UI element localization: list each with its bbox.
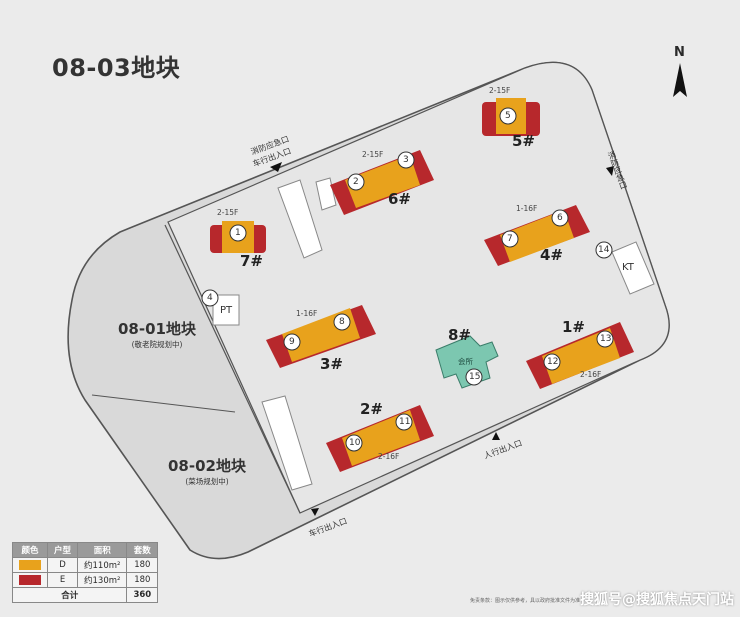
legend-header: 面积 bbox=[77, 542, 128, 558]
pt-label: PT bbox=[220, 305, 233, 316]
legend-total-count: 360 bbox=[126, 587, 159, 603]
north-arrow-icon bbox=[673, 63, 687, 97]
legend-count: 180 bbox=[126, 557, 159, 573]
building-2-name: 2# bbox=[360, 400, 384, 418]
unit-number: 15 bbox=[469, 372, 481, 382]
lot-0801: 08-01地块 (敬老院规划中) bbox=[118, 318, 196, 350]
legend-row: D 约110m² 180 bbox=[12, 557, 159, 573]
building-6-name: 6# bbox=[388, 190, 412, 208]
legend-type: E bbox=[46, 572, 79, 588]
legend-count: 180 bbox=[126, 572, 159, 588]
lot-0802: 08-02地块 (菜场规划中) bbox=[168, 455, 246, 487]
lot-0802-name: 08-02地块 bbox=[168, 457, 246, 475]
building-4-name: 4# bbox=[540, 246, 564, 264]
north-label: N bbox=[674, 45, 685, 60]
legend-area: 约110m² bbox=[77, 557, 128, 573]
building-4-floors: 1-16F bbox=[516, 204, 538, 213]
gate-arrow-right bbox=[606, 166, 614, 176]
unit-number: 12 bbox=[547, 357, 559, 367]
lot-0801-name: 08-01地块 bbox=[118, 320, 196, 338]
legend-swatch-e bbox=[19, 574, 41, 585]
pt-number: 4 bbox=[207, 293, 213, 303]
unit-circles bbox=[201, 107, 614, 452]
legend-header-row: 颜色 户型 面积 套数 bbox=[12, 542, 159, 558]
legend-header: 颜色 bbox=[12, 542, 48, 558]
building-7-name: 7# bbox=[240, 252, 264, 270]
legend-header: 户型 bbox=[46, 542, 79, 558]
building-7-floors: 2-15F bbox=[217, 208, 239, 217]
kt-block bbox=[611, 241, 655, 295]
legend-swatch-d bbox=[19, 559, 41, 570]
gate-arrow-top bbox=[270, 162, 282, 172]
page-title: 08-03地块 bbox=[52, 54, 181, 82]
building-8-label: 会所 bbox=[458, 357, 473, 366]
building-8-name: 8# bbox=[448, 326, 472, 344]
building-3-name: 3# bbox=[320, 355, 344, 373]
unit-number: 1 bbox=[235, 228, 241, 238]
unit-number: 6 bbox=[557, 213, 563, 223]
unit-number: 10 bbox=[349, 438, 361, 448]
plot-0803 bbox=[167, 61, 670, 514]
building-5-floors: 2-15F bbox=[489, 86, 511, 95]
legend-header: 套数 bbox=[126, 542, 159, 558]
legend-type: D bbox=[46, 557, 79, 573]
building-5-name: 5# bbox=[512, 132, 536, 150]
kt-label: KT bbox=[622, 262, 634, 273]
unit-number: 7 bbox=[507, 234, 513, 244]
unit-number: 11 bbox=[399, 417, 411, 427]
legend-row: E 约130m² 180 bbox=[12, 572, 159, 588]
building-6-floors: 2-15F bbox=[362, 150, 384, 159]
building-8-clubhouse bbox=[435, 335, 499, 389]
gate-arrow-bottom bbox=[311, 508, 319, 516]
kt-number: 14 bbox=[598, 245, 610, 255]
legend-table: 颜色 户型 面积 套数 D 约110m² 180 E 约130m² 180 合计… bbox=[11, 542, 159, 603]
lot-divider-2 bbox=[91, 394, 236, 413]
unit-number: 8 bbox=[339, 317, 345, 327]
building-1-name: 1# bbox=[562, 318, 586, 336]
building-3-floors: 1-16F bbox=[296, 309, 318, 318]
facility-block bbox=[277, 179, 323, 259]
legend-total-label: 合计 bbox=[11, 587, 128, 603]
building-2-floors: 2-16F bbox=[378, 452, 400, 461]
unit-number: 3 bbox=[403, 155, 409, 165]
disclaimer-note: 免责条款：图示仅供参考，具以政府批准文件为准 bbox=[470, 598, 581, 604]
lot-0801-note: (敬老院规划中) bbox=[131, 340, 183, 349]
legend-total-row: 合计 360 bbox=[11, 587, 159, 603]
unit-number: 5 bbox=[505, 111, 511, 121]
legend-area: 约130m² bbox=[77, 572, 128, 588]
lot-divider bbox=[164, 224, 301, 514]
gate-arrow-ped bbox=[492, 432, 500, 440]
facility-block bbox=[261, 395, 313, 491]
lot-0802-note: (菜场规划中) bbox=[185, 477, 229, 486]
watermark: 搜狐号@搜狐焦点天门站 bbox=[580, 592, 734, 608]
building-1-floors: 2-16F bbox=[580, 370, 602, 379]
unit-number: 9 bbox=[289, 337, 295, 347]
north-arrow: N bbox=[665, 45, 697, 105]
unit-number: 13 bbox=[600, 334, 612, 344]
unit-number: 2 bbox=[353, 177, 359, 187]
